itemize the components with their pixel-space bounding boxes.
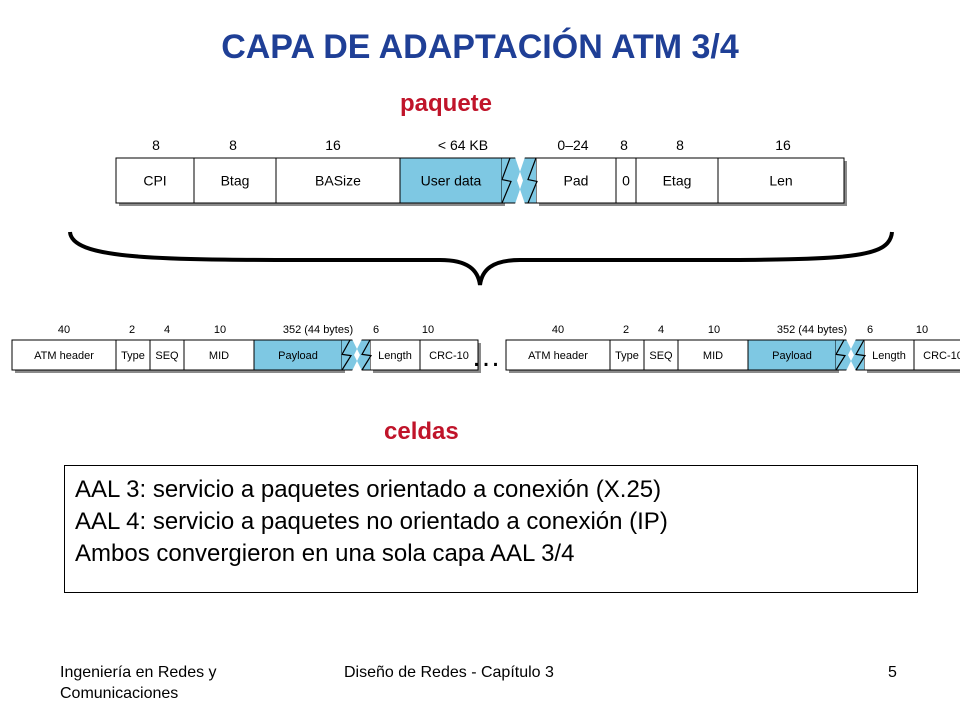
cell-2-field-payload-size: 352 (44 bytes) [777, 324, 847, 336]
cell-2-field-length-label: Length [872, 350, 906, 362]
packet-field-pad-label: Pad [564, 173, 589, 189]
cell-2-field-seq-label: SEQ [649, 350, 673, 362]
cell-2-field-length-size: 6 [867, 324, 873, 336]
footer-institution: Ingeniería en Redes y Comunicaciones [60, 662, 217, 704]
cell-2-field-atm-header [505, 339, 611, 371]
cell-1-field-payload [253, 339, 343, 371]
cell-2-field-atm-header-label: ATM header [528, 350, 588, 362]
packet-field-len-label: Len [769, 173, 792, 189]
packet-field-basize-label: BASize [315, 173, 361, 189]
cell-2-field-mid-label: MID [703, 350, 723, 362]
cell-1-field-length-label: Length [378, 350, 412, 362]
footer-page-number: 5 [888, 664, 897, 681]
packet-field-user-data-label: User data [421, 173, 482, 189]
note-aal4: AAL 4: servicio a paquetes no orientado … [75, 508, 668, 535]
cell-1-field-crc-10 [419, 339, 479, 371]
cell-1-field-atm-header-size: 40 [58, 324, 70, 336]
packet-field-len [717, 157, 845, 204]
packet-field-cpi [115, 157, 195, 204]
cell-1-field-type-size: 2 [129, 324, 135, 336]
cell-2-field-atm-header-size: 40 [552, 324, 564, 336]
footer-course: Diseño de Redes - Capítulo 3 [344, 664, 554, 681]
cell-1-field-seq [149, 339, 185, 371]
cell-1-field-length-size: 6 [373, 324, 379, 336]
cell-1-field-mid-size: 10 [214, 324, 226, 336]
cell-1-field-seq-size: 4 [164, 324, 170, 336]
cell-2-field-seq [643, 339, 679, 371]
note-aal3: AAL 3: servicio a paquetes orientado a c… [75, 476, 662, 503]
packet-label: paquete [400, 90, 493, 117]
packet-field-pad-size: 0–24 [557, 137, 588, 153]
cell-1-field-mid-label: MID [209, 350, 229, 362]
notes-box: AAL 3: servicio a paquetes orientado a c… [64, 465, 918, 593]
packet-field-user-data [399, 157, 503, 204]
packet-field-0-label: 0 [622, 173, 630, 189]
packet-field-user-data-size: < 64 KB [438, 137, 488, 153]
cell-1-field-payload-label: Payload [278, 350, 318, 362]
packet-field-cpi-label: CPI [143, 173, 166, 189]
cell-2-field-mid-size: 10 [708, 324, 720, 336]
cell-2-field-crc-10 [913, 339, 960, 371]
packet-field-len-size: 16 [775, 137, 791, 153]
packet-field-etag [635, 157, 719, 204]
packet-field-cpi-size: 8 [152, 137, 160, 153]
cell-2-field-type-label: Type [615, 350, 639, 362]
grouping-brace [68, 231, 894, 286]
cell-1-field-atm-header [11, 339, 117, 371]
packet-field-0-size: 8 [620, 137, 628, 153]
cell-2-field-type [609, 339, 645, 371]
cell-2-field-seq-size: 4 [658, 324, 664, 336]
cell-ellipsis: … [471, 340, 501, 373]
packet-field-etag-label: Etag [663, 173, 692, 189]
footer-institution-line2: Comunicaciones [60, 685, 179, 702]
cell-1-field-crc-10-size: 10 [422, 324, 434, 336]
cell-2-field-length [863, 339, 915, 371]
cell-1-field-type-label: Type [121, 350, 145, 362]
cell-1-field-crc-10-label: CRC-10 [429, 350, 469, 362]
packet-field-btag-size: 8 [229, 137, 237, 153]
slide-title: CAPA DE ADAPTACIÓN ATM 3/4 [221, 28, 739, 66]
cells-label: celdas [384, 418, 459, 445]
packet-field-pad [535, 157, 617, 204]
packet-field-basize [275, 157, 401, 204]
cell-2-field-payload-label: Payload [772, 350, 812, 362]
cell-1-field-atm-header-label: ATM header [34, 350, 94, 362]
cell-2-field-type-size: 2 [623, 324, 629, 336]
cell-1-field-payload-size: 352 (44 bytes) [283, 324, 353, 336]
cell-1-field-seq-label: SEQ [155, 350, 179, 362]
cell-2-field-crc-10-label: CRC-10 [923, 350, 960, 362]
packet-field-btag-label: Btag [221, 173, 250, 189]
note-converged: Ambos convergieron en una sola capa AAL … [75, 540, 575, 567]
packet-field-etag-size: 8 [676, 137, 684, 153]
cell-2-field-crc-10-size: 10 [916, 324, 928, 336]
packet-field-basize-size: 16 [325, 137, 341, 153]
packet-field-btag [193, 157, 277, 204]
footer-institution-line1: Ingeniería en Redes y [60, 664, 217, 681]
